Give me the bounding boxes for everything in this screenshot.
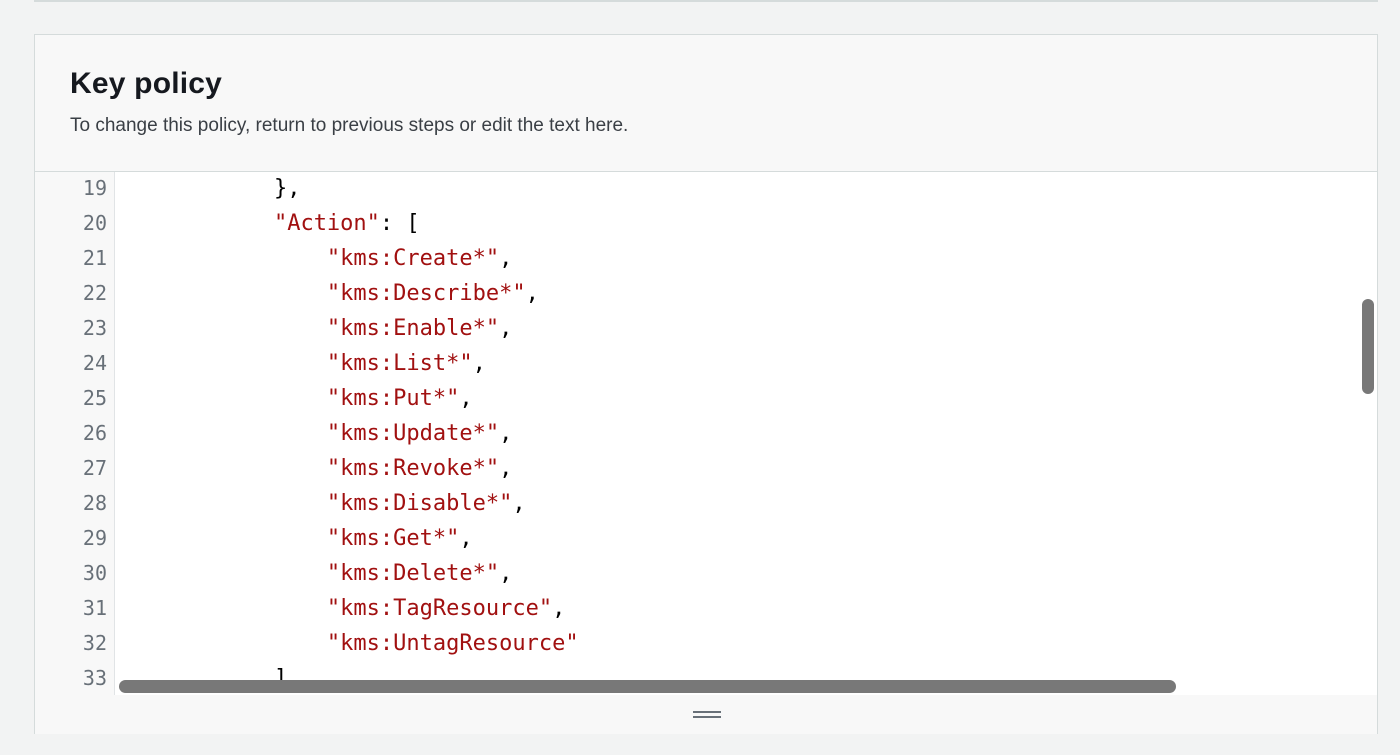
line-number: 23 xyxy=(82,316,107,340)
line-number: 30 xyxy=(82,561,107,585)
resize-handle-icon[interactable] xyxy=(693,711,721,719)
code-line: 23 "kms:Enable*", xyxy=(35,311,1377,346)
punctuation-token: , xyxy=(499,561,513,586)
code-line: 32 "kms:UntagResource" xyxy=(35,626,1377,661)
line-number: 20 xyxy=(82,211,107,235)
code-text: "Action": [ xyxy=(115,206,420,241)
line-number: 22 xyxy=(82,281,107,305)
line-number: 28 xyxy=(82,491,107,515)
string-token: "Action" xyxy=(273,211,380,236)
punctuation-token: , xyxy=(525,281,539,306)
code-text: "kms:UntagResource" xyxy=(115,626,579,661)
code-line: 22 "kms:Describe*", xyxy=(35,276,1377,311)
code-line: 26 "kms:Update*", xyxy=(35,416,1377,451)
string-token: "kms:Enable*" xyxy=(326,316,500,341)
line-number: 24 xyxy=(82,351,107,375)
string-token: "kms:Update*" xyxy=(326,421,500,446)
code-line: 31 "kms:TagResource", xyxy=(35,591,1377,626)
line-number: 29 xyxy=(82,526,107,550)
string-token: "kms:List*" xyxy=(326,351,473,376)
code-text: }, xyxy=(115,172,301,206)
code-text: "kms:TagResource", xyxy=(115,591,565,626)
code-text: "kms:Enable*", xyxy=(115,311,512,346)
key-policy-panel: Key policy To change this policy, return… xyxy=(34,34,1378,734)
vertical-scrollbar[interactable] xyxy=(1362,299,1374,394)
line-number: 33 xyxy=(82,666,107,690)
punctuation-token: , xyxy=(499,316,513,341)
panel-header: Key policy To change this policy, return… xyxy=(35,35,1377,172)
line-number: 26 xyxy=(82,421,107,445)
code-text: "kms:Delete*", xyxy=(115,556,512,591)
code-line: 20 "Action": [ xyxy=(35,206,1377,241)
punctuation-token: : [ xyxy=(379,211,420,236)
previous-card-edge xyxy=(34,0,1378,2)
punctuation-token: , xyxy=(499,246,513,271)
punctuation-token: }, xyxy=(273,176,301,201)
punctuation-token: , xyxy=(459,526,473,551)
code-line: 29 "kms:Get*", xyxy=(35,521,1377,556)
line-number: 31 xyxy=(82,596,107,620)
code-text: "kms:Update*", xyxy=(115,416,512,451)
string-token: "kms:Disable*" xyxy=(326,491,513,516)
code-text: "kms:Describe*", xyxy=(115,276,539,311)
code-text: "kms:Put*", xyxy=(115,381,473,416)
code-text: "kms:List*", xyxy=(115,346,486,381)
horizontal-scrollbar[interactable] xyxy=(119,680,1176,693)
policy-code-editor[interactable]: 19 },20 "Action": [21 "kms:Create*",22 "… xyxy=(35,172,1377,695)
code-text: "kms:Revoke*", xyxy=(115,451,512,486)
code-line: 25 "kms:Put*", xyxy=(35,381,1377,416)
string-token: "kms:UntagResource" xyxy=(326,631,579,656)
code-text: "kms:Create*", xyxy=(115,241,512,276)
code-line: 28 "kms:Disable*", xyxy=(35,486,1377,521)
code-line: 24 "kms:List*", xyxy=(35,346,1377,381)
line-number: 21 xyxy=(82,246,107,270)
string-token: "kms:Get*" xyxy=(326,526,460,551)
punctuation-token: , xyxy=(499,456,513,481)
string-token: "kms:Describe*" xyxy=(326,281,526,306)
code-line: 19 }, xyxy=(35,172,1377,206)
line-number: 27 xyxy=(82,456,107,480)
punctuation-token: , xyxy=(459,386,473,411)
line-number: 32 xyxy=(82,631,107,655)
punctuation-token: , xyxy=(552,596,566,621)
string-token: "kms:TagResource" xyxy=(326,596,553,621)
code-text: "kms:Get*", xyxy=(115,521,473,556)
line-number: 25 xyxy=(82,386,107,410)
line-number: 19 xyxy=(82,176,107,200)
code-line: 30 "kms:Delete*", xyxy=(35,556,1377,591)
punctuation-token: , xyxy=(512,491,526,516)
punctuation-token: , xyxy=(499,421,513,446)
panel-description: To change this policy, return to previou… xyxy=(70,115,629,136)
string-token: "kms:Create*" xyxy=(326,246,500,271)
line-number-gutter xyxy=(35,172,115,695)
code-line: 27 "kms:Revoke*", xyxy=(35,451,1377,486)
code-line: 21 "kms:Create*", xyxy=(35,241,1377,276)
string-token: "kms:Delete*" xyxy=(326,561,500,586)
string-token: "kms:Put*" xyxy=(326,386,460,411)
code-text: "kms:Disable*", xyxy=(115,486,526,521)
punctuation-token: , xyxy=(472,351,486,376)
string-token: "kms:Revoke*" xyxy=(326,456,500,481)
panel-title: Key policy xyxy=(70,67,223,100)
editor-resize-bar[interactable] xyxy=(35,695,1377,734)
